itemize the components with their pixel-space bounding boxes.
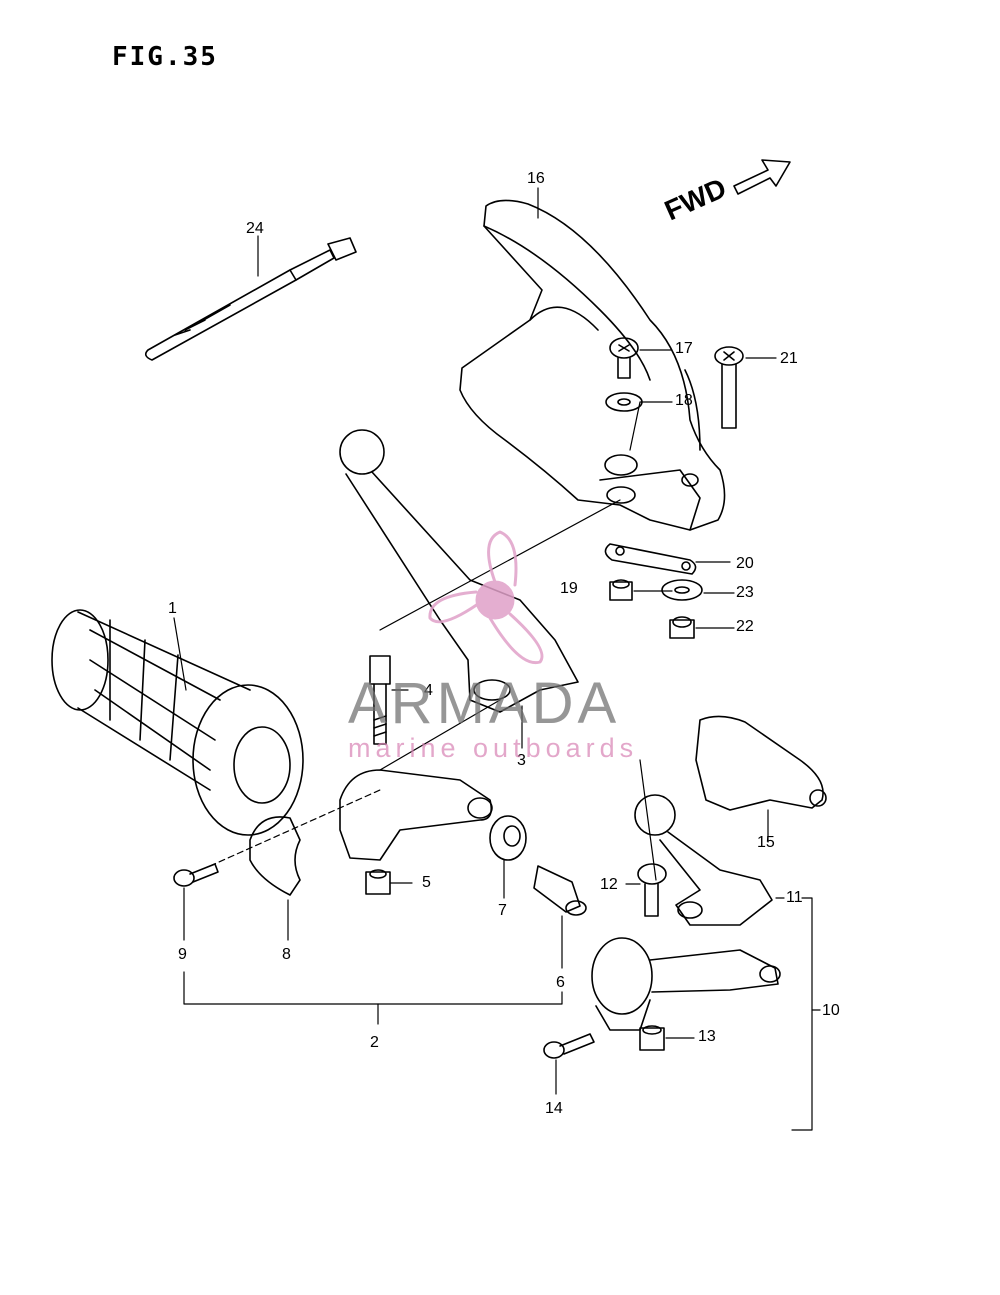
callout-4: 4: [424, 682, 433, 699]
callout-5: 5: [422, 874, 431, 891]
part-23-washer: [661, 579, 703, 601]
callout-11: 11: [786, 889, 803, 906]
part-5-nut: [365, 869, 391, 895]
callout-10: 10: [822, 1002, 840, 1019]
part-12-bolt: [637, 863, 667, 917]
fwd-arrow-icon: [733, 159, 791, 195]
part-21-bolt: [714, 346, 744, 429]
callout-2: 2: [370, 1034, 379, 1051]
part-1-grip: [51, 609, 304, 836]
callout-18: 18: [675, 392, 693, 409]
callout-23: 23: [736, 584, 754, 601]
callout-20: 20: [736, 555, 754, 572]
callout-22: 22: [736, 618, 754, 635]
part-10-brake-perch: [591, 937, 781, 1031]
callout-14: 14: [545, 1100, 563, 1117]
callout-3: 3: [517, 752, 526, 769]
callout-9: 9: [178, 946, 187, 963]
watermark-tagline: marine outboards: [348, 733, 639, 763]
figure-title: FIG.35: [112, 42, 218, 72]
part-19-nut: [609, 579, 633, 601]
part-4-bolt: [369, 655, 391, 745]
leader-lines: [173, 187, 821, 1131]
callout-17: 17: [675, 340, 693, 357]
part-22-nut: [669, 616, 695, 639]
part-18-washer: [605, 392, 643, 412]
callout-15: 15: [757, 834, 775, 851]
watermark-brand: ARMADA: [348, 671, 621, 736]
part-13-nut: [639, 1025, 665, 1051]
part-11-brake-lever: [634, 794, 773, 926]
part-6-adjuster-bolt: [533, 865, 587, 916]
watermark-logo-icon: [428, 530, 544, 665]
callout-19: 19: [560, 580, 578, 597]
callout-6: 6: [556, 974, 565, 991]
callout-12: 12: [600, 876, 618, 893]
callout-24: 24: [246, 220, 264, 237]
part-15-cover: [695, 715, 827, 811]
part-2-lever-bracket: [339, 769, 493, 861]
callout-1: 1: [168, 600, 177, 617]
part-20-plate: [604, 543, 697, 575]
part-9-screw: [173, 863, 219, 887]
part-16-hand-guard: [459, 199, 726, 531]
part-7-adjuster-ring: [489, 815, 527, 861]
callout-7: 7: [498, 902, 507, 919]
part-8-clamp: [249, 816, 301, 896]
callout-8: 8: [282, 946, 291, 963]
part-17-screw: [609, 337, 639, 379]
part-14-screw: [543, 1033, 595, 1059]
callout-21: 21: [780, 350, 798, 367]
part-24-cable-tie: [144, 237, 357, 361]
callout-13: 13: [698, 1028, 716, 1045]
callout-16: 16: [527, 170, 545, 187]
